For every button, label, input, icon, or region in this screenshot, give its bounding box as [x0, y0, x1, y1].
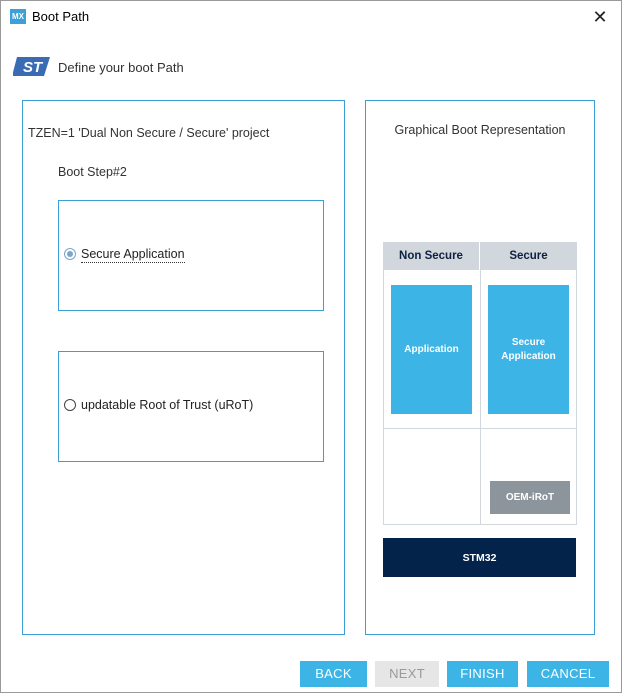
radio-unselected-icon[interactable] [64, 399, 76, 411]
stm32-chip-bar: STM32 [383, 538, 576, 577]
secure-app-line2: Application [501, 350, 556, 362]
option-secure-application[interactable]: Secure Application [58, 200, 324, 311]
boot-diagram: Non Secure Secure Application Secure App… [383, 242, 577, 526]
radio-selected-icon[interactable] [64, 248, 76, 260]
window-title: Boot Path [32, 9, 90, 24]
project-label: TZEN=1 'Dual Non Secure / Secure' projec… [28, 126, 270, 140]
stm32-label: STM32 [462, 551, 497, 564]
diagram-grid: Application Secure Application OEM-iRoT [383, 270, 577, 525]
graphical-boot-panel: Graphical Boot Representation Non Secure… [365, 100, 595, 635]
option-label: updatable Root of Trust (uRoT) [81, 398, 254, 412]
title-bar: MX Boot Path ✕ [1, 1, 621, 32]
option-updatable-root-of-trust[interactable]: updatable Root of Trust (uRoT) [58, 351, 324, 462]
application-block: Application [391, 285, 472, 414]
application-block-label: Application [404, 343, 459, 355]
oem-irot-label: OEM-iRoT [505, 492, 555, 503]
row-divider [384, 428, 576, 429]
boot-step-panel: TZEN=1 'Dual Non Secure / Secure' projec… [22, 100, 345, 635]
svg-text:ST: ST [23, 59, 44, 76]
secure-application-block-label: Secure Application [501, 336, 555, 364]
graph-title: Graphical Boot Representation [394, 123, 566, 137]
column-divider [480, 270, 481, 524]
st-logo-icon: ST [13, 57, 50, 76]
back-button[interactable]: BACK [300, 661, 367, 687]
non-secure-header: Non Secure [383, 242, 479, 270]
mx-app-icon: MX [10, 9, 26, 24]
cancel-button[interactable]: CANCEL [527, 661, 609, 687]
secure-application-block: Secure Application [488, 285, 569, 414]
secure-header: Secure [480, 242, 577, 270]
secure-app-line1: Secure [511, 336, 546, 348]
finish-button[interactable]: FINISH [447, 661, 518, 687]
oem-irot-block: OEM-iRoT [490, 481, 570, 514]
page-subtitle: Define your boot Path [58, 60, 184, 75]
option-label: Secure Application [81, 247, 185, 263]
close-button[interactable]: ✕ [592, 7, 608, 27]
boot-step-label: Boot Step#2 [58, 165, 127, 179]
next-button[interactable]: NEXT [375, 661, 439, 687]
